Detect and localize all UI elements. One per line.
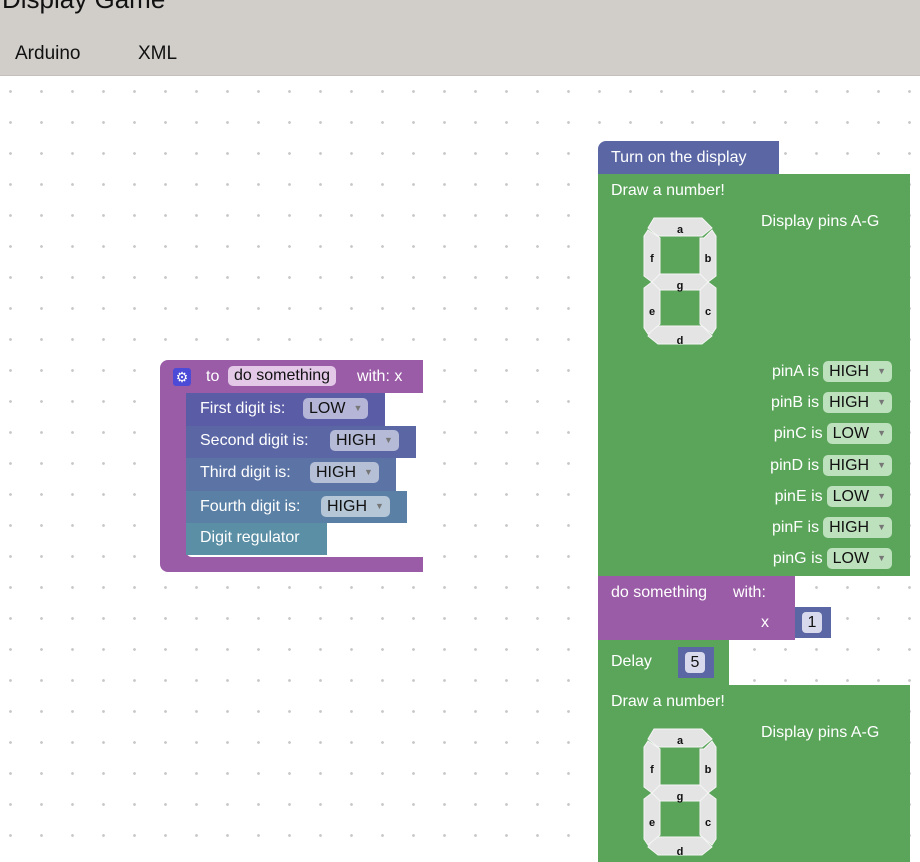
segment-a [647, 217, 713, 237]
pins-title: Display pins A-G [761, 213, 880, 230]
segment-label-b: b [705, 253, 712, 265]
segment-label-f: f [650, 253, 654, 265]
fourth-digit-label: Fourth digit is: [200, 498, 301, 515]
first-digit-block[interactable]: First digit is: LOW▼ [186, 393, 385, 426]
segment-label-e: e [649, 306, 655, 318]
pin-d-dropdown[interactable]: HIGH▼ [823, 455, 892, 476]
procedure-name-field[interactable]: do something [228, 366, 337, 386]
delay-label: Delay [611, 653, 652, 670]
seven-segment-display-image-2: a b c d e f g [643, 728, 717, 857]
segment-label-b: b [705, 764, 712, 776]
draw-title-2: Draw a number! [611, 693, 725, 710]
segment-c [699, 792, 717, 846]
third-digit-dropdown[interactable]: HIGH▼ [310, 462, 379, 483]
segment-d [647, 325, 713, 345]
app-title: Display Game [2, 0, 165, 15]
pin-c-dropdown[interactable]: LOW▼ [826, 423, 892, 444]
pin-e-dropdown[interactable]: LOW▼ [826, 486, 892, 507]
digit-regulator-label: Digit regulator [200, 529, 300, 546]
turn-on-display-block[interactable]: Turn on the display [598, 141, 779, 174]
segment-b [699, 229, 717, 283]
segment-a [647, 728, 713, 748]
draw-number-block-2[interactable]: Draw a number! Display pins A-G a b c d e f g [598, 685, 910, 862]
draw-title: Draw a number! [611, 182, 725, 199]
second-digit-label: Second digit is: [200, 432, 309, 449]
delay-block[interactable]: Delay 5 [598, 640, 729, 685]
segment-d [647, 836, 713, 856]
segment-label-c: c [705, 306, 711, 318]
call-do-something-block[interactable]: do something with: x [598, 576, 795, 640]
to-label: to [206, 368, 220, 385]
segment-label-a: a [677, 735, 684, 747]
delay-number-block[interactable]: 5 [678, 647, 714, 678]
segment-b [699, 740, 717, 794]
segment-c [699, 281, 717, 335]
pin-a-dropdown[interactable]: HIGH▼ [823, 361, 892, 382]
pin-g-dropdown[interactable]: LOW▼ [826, 548, 892, 569]
header: Display Game Arduino XML [0, 0, 920, 76]
pins-title-2: Display pins A-G [761, 724, 880, 741]
tab-arduino[interactable]: Arduino [15, 43, 81, 64]
segment-label-d: d [677, 335, 684, 346]
fourth-digit-block[interactable]: Fourth digit is: HIGH▼ [186, 491, 407, 523]
segment-label-g: g [677, 280, 684, 292]
second-digit-block[interactable]: Second digit is: HIGH▼ [186, 426, 416, 458]
with-label: with: x [357, 368, 403, 385]
workspace[interactable]: ⚙ to do something with: x First digit is… [0, 76, 920, 862]
digit-regulator-block[interactable]: Digit regulator [186, 523, 327, 555]
segment-label-f: f [650, 764, 654, 776]
number-block[interactable]: 1 [795, 607, 831, 638]
delay-number-field[interactable]: 5 [685, 652, 705, 673]
second-digit-dropdown[interactable]: HIGH▼ [330, 430, 399, 451]
third-digit-label: Third digit is: [200, 464, 291, 481]
third-digit-block[interactable]: Third digit is: HIGH▼ [186, 458, 396, 491]
call-name: do something [611, 584, 708, 601]
segment-label-e: e [649, 817, 655, 829]
number-field[interactable]: 1 [802, 612, 822, 633]
gear-icon[interactable]: ⚙ [173, 368, 191, 386]
segment-label-d: d [677, 846, 684, 857]
segment-label-a: a [677, 224, 684, 236]
pin-f-dropdown[interactable]: HIGH▼ [823, 517, 892, 538]
segment-g [651, 273, 709, 291]
seven-segment-display-image: a b c d e f g [643, 217, 717, 346]
turn-on-label: Turn on the display [611, 149, 747, 166]
pin-b-dropdown[interactable]: HIGH▼ [823, 392, 892, 413]
fourth-digit-dropdown[interactable]: HIGH▼ [321, 496, 390, 517]
segment-g [651, 784, 709, 802]
first-digit-dropdown[interactable]: LOW▼ [303, 398, 369, 419]
call-with-label: with: [733, 584, 766, 601]
segment-label-g: g [677, 791, 684, 803]
tab-xml[interactable]: XML [138, 43, 178, 64]
call-arg-label: x [761, 614, 769, 631]
segment-label-c: c [705, 817, 711, 829]
first-digit-label: First digit is: [200, 400, 286, 417]
